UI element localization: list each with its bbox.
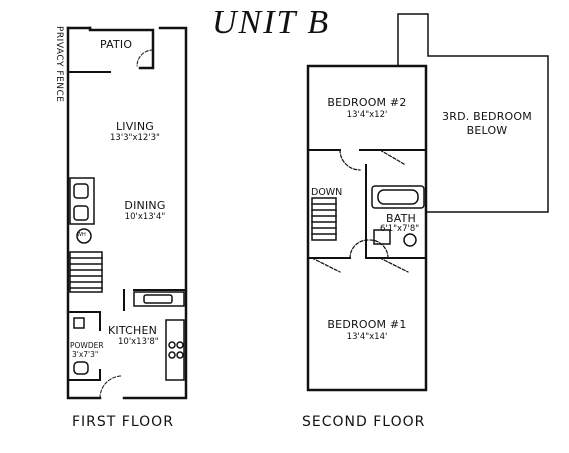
third-bedroom-label: 3RD. BEDROOM: [442, 110, 532, 123]
first-floor-label: FIRST FLOOR: [72, 414, 174, 430]
water-heater-label: WH: [77, 232, 86, 238]
first-floor-walls: [66, 26, 188, 400]
powder-room-size: 3'x7'3": [72, 350, 99, 359]
dining-room-label: DINING: [124, 199, 166, 212]
unit-title: UNIT B: [212, 4, 331, 41]
second-floor-walls: [306, 13, 549, 392]
bedroom-1-label: BEDROOM #1: [327, 318, 407, 331]
living-room-label: LIVING: [115, 120, 155, 133]
living-room-size: 13'3"x12'3": [110, 133, 160, 143]
first-floor-stairs: [69, 251, 103, 293]
kitchen-size: 10'x13'8": [118, 337, 159, 347]
patio-label: PATIO: [100, 38, 133, 51]
privacy-fence-label: PRIVACY FENCE: [54, 26, 64, 103]
second-floor-label: SECOND FLOOR: [302, 414, 426, 430]
bath-size: 6'1"x7'8": [380, 224, 420, 234]
bedroom-2-size: 13'4"x12': [346, 110, 388, 120]
bath-label: BATH: [386, 212, 417, 225]
stairs-down-label: DOWN: [311, 187, 343, 198]
bedroom-1-size: 13'4"x14': [346, 332, 388, 342]
dining-room-size: 10'x13'4": [124, 212, 166, 222]
third-bedroom-below-label: BELOW: [466, 124, 508, 137]
powder-room-label: POWDER: [70, 341, 104, 350]
second-floor-stairs: [311, 197, 337, 241]
bedroom-2-label: BEDROOM #2: [327, 96, 407, 109]
kitchen-label: KITCHEN: [108, 324, 158, 337]
